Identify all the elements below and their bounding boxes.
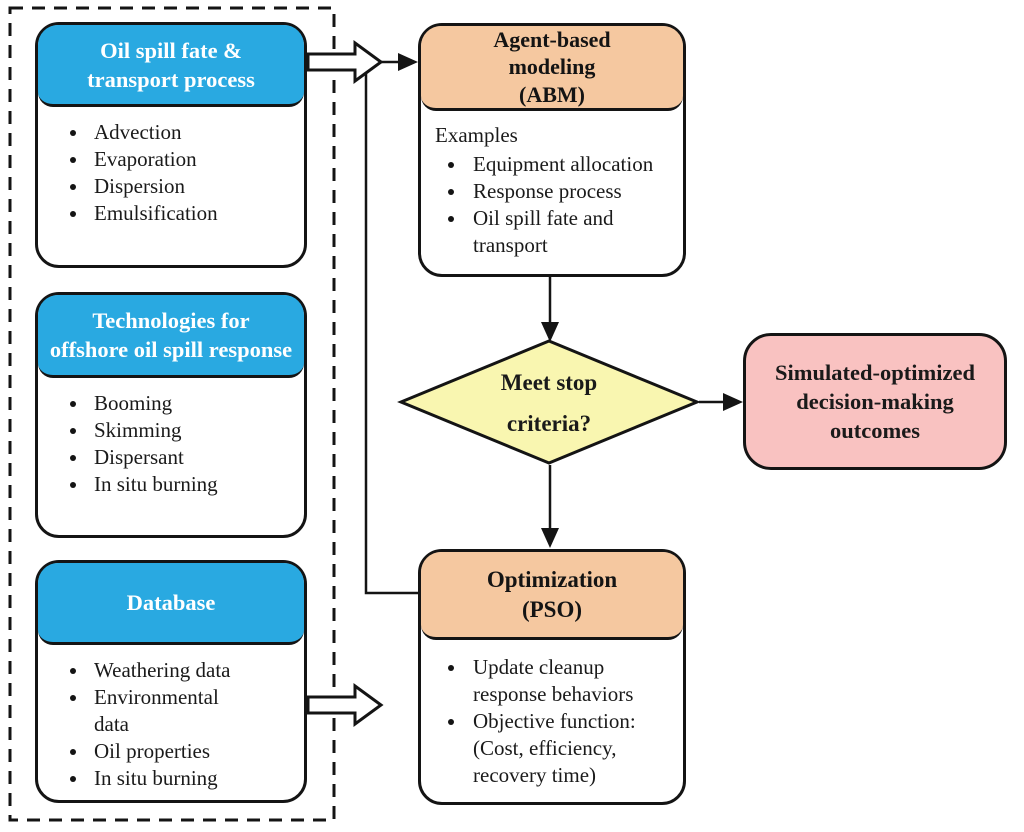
list-item: Skimming <box>38 417 298 444</box>
decision-line: criteria? <box>506 411 592 436</box>
bullet-icon <box>448 665 454 671</box>
bullet-icon <box>70 668 76 674</box>
list-item: Response process <box>421 178 677 205</box>
decision-label: Meet stop criteria? <box>449 364 649 442</box>
list-item: Emulsification <box>38 200 298 227</box>
header-line: Oil spill fate & <box>100 37 242 63</box>
oil-spill-fate-header: Oil spill fate & transport process <box>38 25 304 107</box>
bullet-icon <box>70 401 76 407</box>
outcome-line: outcomes <box>830 418 920 443</box>
list-item: Oil properties <box>38 738 298 765</box>
header-line: Agent-based <box>493 26 611 52</box>
bullet-icon <box>70 482 76 488</box>
technologies-list: Booming Skimming Dispersant In situ burn… <box>38 378 304 498</box>
list-item: Advection <box>38 119 298 146</box>
bullet-icon <box>448 719 454 725</box>
outcome-line: Simulated-optimized <box>775 360 975 385</box>
list-item: Objective function:(Cost, efficiency,rec… <box>421 708 677 789</box>
technologies-header: Technologies for offshore oil spill resp… <box>38 295 304 378</box>
arrowhead-into-pso <box>541 528 559 548</box>
oil-spill-fate-list: Advection Evaporation Dispersion Emulsif… <box>38 107 304 227</box>
header-line: Optimization <box>486 566 618 592</box>
examples-label: Examples <box>435 123 518 147</box>
list-item: Booming <box>38 390 298 417</box>
abm-header: Agent-based modeling (ABM) <box>421 26 683 111</box>
bullet-icon <box>448 216 454 222</box>
pso-to-abm-feedback-line <box>364 60 418 595</box>
technologies-box: Technologies for offshore oil spill resp… <box>35 292 307 538</box>
block-arrow-database-to-pso-icon <box>306 683 384 727</box>
bullet-icon <box>70 428 76 434</box>
list-item: In situ burning <box>38 765 298 792</box>
bullet-icon <box>448 189 454 195</box>
decision-line: Meet stop <box>500 370 598 395</box>
header-line: Technologies for <box>92 308 250 333</box>
database-header: Database <box>38 563 304 645</box>
bullet-icon <box>70 184 76 190</box>
pso-header: Optimization (PSO) <box>421 552 683 640</box>
list-item: Dispersion <box>38 173 298 200</box>
bullet-icon <box>70 211 76 217</box>
list-item: Equipment allocation <box>421 151 677 178</box>
abm-body: Examples Equipment allocation Response p… <box>421 111 683 259</box>
list-item: Weathering data <box>38 657 298 684</box>
bullet-icon <box>70 157 76 163</box>
oil-spill-fate-box: Oil spill fate & transport process Advec… <box>35 22 307 268</box>
list-item: Dispersant <box>38 444 298 471</box>
bullet-icon <box>70 130 76 136</box>
bullet-icon <box>448 162 454 168</box>
outcome-line: decision-making <box>796 389 954 414</box>
block-arrow-fate-to-abm-icon <box>306 40 384 84</box>
list-item: In situ burning <box>38 471 298 498</box>
list-item: Evaporation <box>38 146 298 173</box>
bullet-icon <box>70 749 76 755</box>
header-line: transport process <box>87 66 255 92</box>
abm-list: Equipment allocation Response process Oi… <box>421 149 683 259</box>
header-line: Database <box>126 590 216 615</box>
bullet-icon <box>70 776 76 782</box>
header-line: (PSO) <box>521 596 583 622</box>
arrowhead-into-abm <box>398 53 418 71</box>
header-line: modeling <box>508 54 596 80</box>
arrowhead-into-outcome <box>723 393 743 411</box>
arrowhead-into-decision <box>541 322 559 342</box>
abm-box: Agent-based modeling (ABM) Examples Equi… <box>418 23 686 277</box>
bullet-icon <box>70 695 76 701</box>
outcome-box: Simulated-optimized decision-making outc… <box>743 333 1007 470</box>
bullet-icon <box>70 455 76 461</box>
header-line: (ABM) <box>519 81 585 107</box>
header-line: offshore oil spill response <box>49 337 293 362</box>
